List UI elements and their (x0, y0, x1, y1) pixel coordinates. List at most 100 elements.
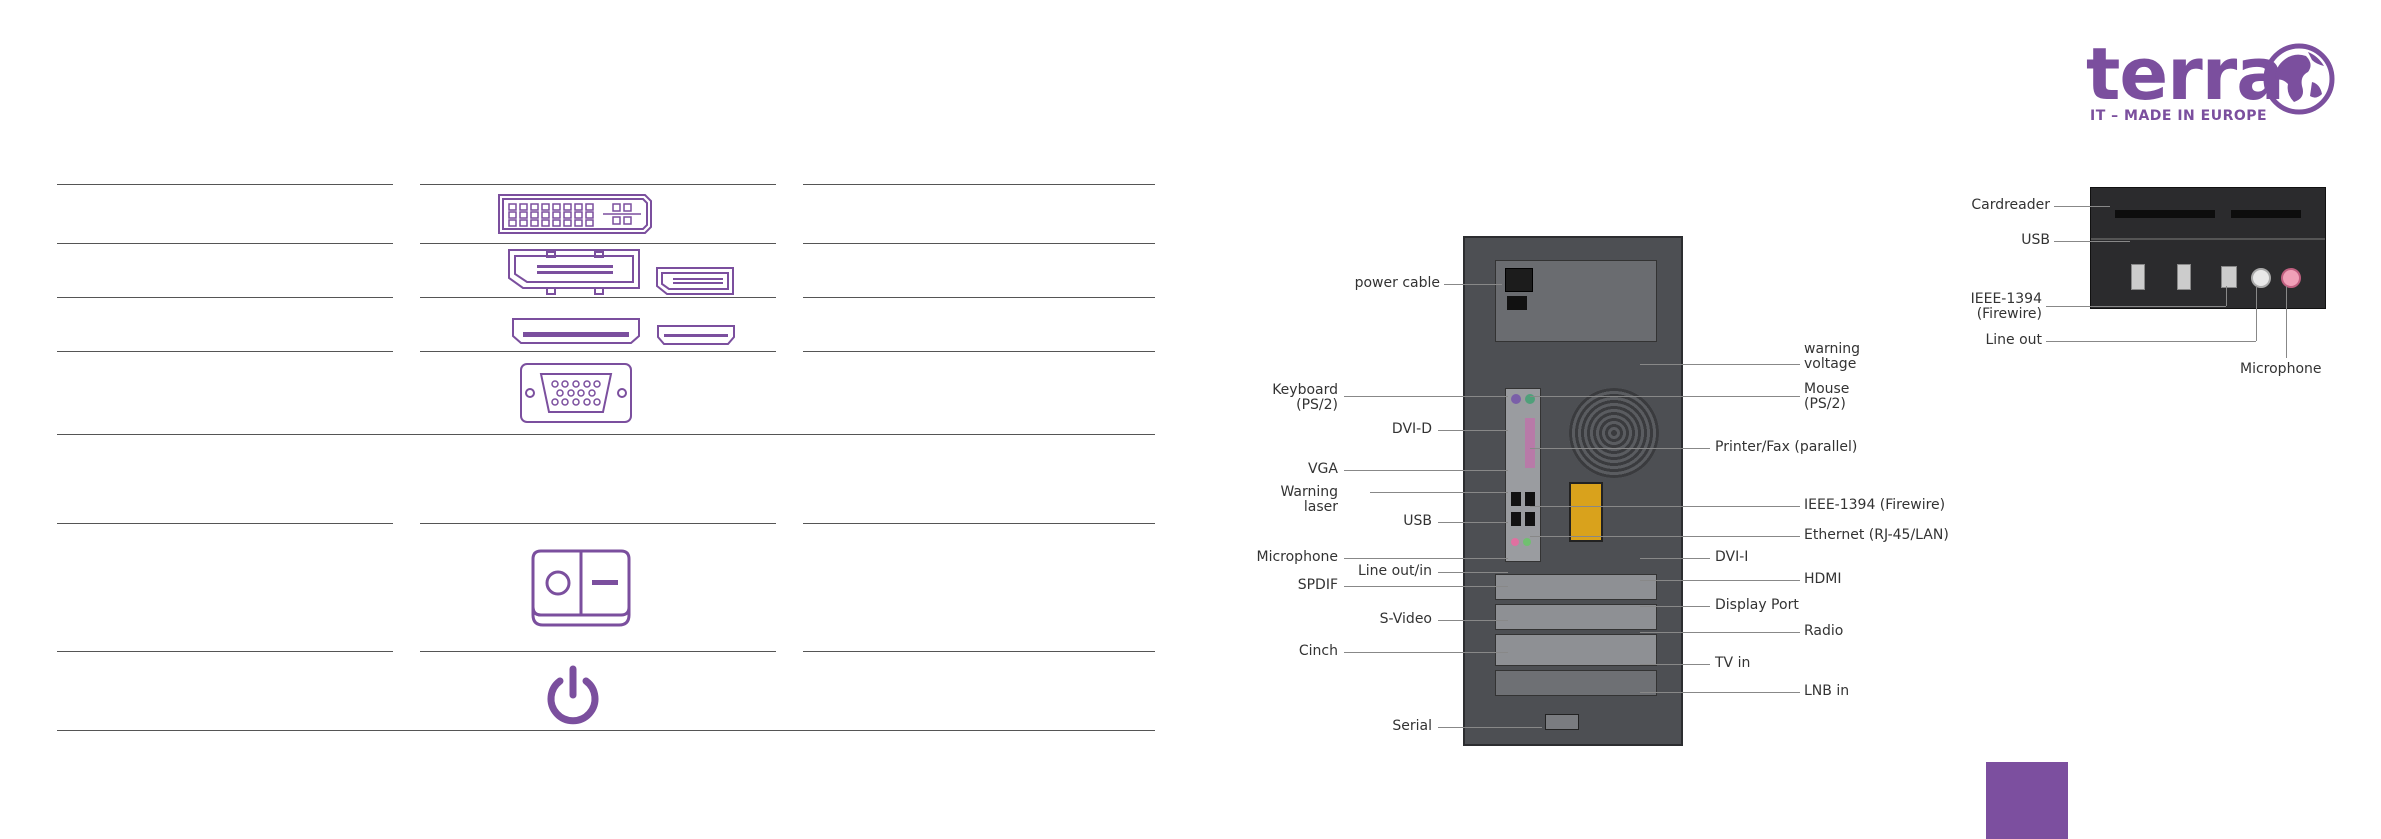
table-rule (420, 184, 776, 185)
card-slot (2115, 210, 2215, 218)
label-serial: Serial (1392, 718, 1432, 734)
label-cardreader: Cardreader (1971, 197, 2050, 213)
leader-line (2046, 341, 2256, 342)
expansion-slot (1495, 574, 1657, 600)
label-tv-in: TV in (1715, 655, 1751, 671)
label-line-out: Line out (1985, 332, 2042, 348)
leader-line (1344, 652, 1508, 653)
audio-jack-icon (1511, 538, 1519, 546)
serial-port-icon (1545, 714, 1579, 730)
label-firewire: IEEE-1394 (Firewire) (1804, 497, 1946, 513)
label-printer: Printer/Fax (parallel) (1715, 439, 1858, 455)
power-switch-icon (531, 549, 631, 627)
leader-line (2256, 286, 2257, 341)
label-microphone: Microphone (1256, 549, 1339, 565)
usb-port-icon (1511, 512, 1521, 526)
leader-line (1640, 664, 1710, 665)
leader-line (1530, 506, 1800, 507)
warning-sticker (1569, 482, 1603, 542)
leader-line (1344, 396, 1508, 397)
leader-line (2054, 241, 2130, 242)
label-dvi-i: DVI-I (1715, 549, 1749, 565)
table-rule (803, 351, 1155, 352)
table-rule (803, 651, 1155, 652)
table-rule (803, 243, 1155, 244)
label-display-port: Display Port (1715, 597, 1799, 613)
label-keyboard: Keyboard (PS/2) (1272, 382, 1338, 413)
label-line-out-in: Line out/in (1357, 563, 1432, 579)
microphone-jack-icon (2281, 268, 2301, 288)
leader-line (1530, 536, 1800, 537)
label-power-cable: power cable (1354, 275, 1440, 291)
label-usb: USB (1403, 513, 1432, 529)
leader-line (2046, 306, 2226, 307)
table-rule (57, 243, 393, 244)
parallel-port-icon (1525, 418, 1535, 468)
displayport-icon (508, 249, 640, 295)
vga-icon (520, 363, 632, 423)
table-rule (57, 730, 1155, 731)
label-lnb-in: LNB in (1804, 683, 1850, 699)
leader-line (1530, 448, 1710, 449)
label-cinch: Cinch (1298, 643, 1338, 659)
dvi-icon (498, 194, 652, 234)
expansion-slot (1495, 670, 1657, 696)
leader-line (1438, 572, 1508, 573)
fan-grille (1569, 388, 1659, 478)
audio-jack-icon (1523, 538, 1531, 546)
logo-tagline: IT – MADE IN EUROPE (2090, 108, 2268, 124)
table-rule (57, 184, 393, 185)
leader-line (1640, 632, 1800, 633)
leader-line (2226, 286, 2227, 306)
table-rule (803, 184, 1155, 185)
label-front-firewire: IEEE-1394 (Firewire) (1970, 291, 2042, 322)
table-rule (57, 351, 393, 352)
mini-hdmi-icon (657, 325, 735, 345)
table-rule (420, 651, 776, 652)
leader-line (1640, 558, 1710, 559)
line-out-jack-icon (2251, 268, 2271, 288)
leader-line (1438, 620, 1508, 621)
label-mouse: Mouse (PS/2) (1804, 381, 1850, 412)
label-warning-laser: Warning laser (1280, 484, 1338, 515)
globe-icon (2263, 43, 2335, 115)
hdmi-icon (512, 318, 640, 344)
table-rule (57, 297, 393, 298)
label-hdmi: HDMI (1804, 571, 1842, 587)
leader-line (1640, 692, 1800, 693)
label-s-video: S-Video (1379, 611, 1432, 627)
label-radio: Radio (1804, 623, 1844, 639)
leader-line (1438, 727, 1542, 728)
accent-block (1986, 762, 2068, 839)
leader-line (1438, 430, 1508, 431)
mini-displayport-icon (656, 267, 734, 295)
panel-divider (2091, 238, 2325, 240)
io-panel (1505, 388, 1541, 562)
leader-line (1344, 470, 1508, 471)
label-vga: VGA (1307, 461, 1338, 477)
table-rule (803, 297, 1155, 298)
label-spdif: SPDIF (1297, 577, 1338, 593)
power-socket-icon (1505, 268, 1533, 292)
front-panel-photo (2090, 187, 2326, 309)
usb-port-icon (1511, 492, 1521, 506)
leader-line (2286, 286, 2287, 358)
card-slot (2231, 210, 2301, 218)
leader-line (1530, 396, 1800, 397)
leader-line (1370, 492, 1508, 493)
usb-port-icon (1525, 492, 1535, 506)
firewire-port-icon (2221, 266, 2237, 288)
leader-line (1640, 606, 1710, 607)
power-button-icon (547, 665, 599, 725)
power-toggle-icon (1507, 296, 1527, 310)
table-rule (803, 523, 1155, 524)
leader-line (1640, 364, 1800, 365)
leader-line (1640, 580, 1800, 581)
expansion-slot (1495, 604, 1657, 630)
table-rule (57, 651, 393, 652)
leader-line (2054, 206, 2110, 207)
label-warning-voltage: warning voltage (1804, 341, 1861, 372)
usb-port-icon (2131, 264, 2145, 290)
table-rule (420, 297, 776, 298)
label-front-usb: USB (2021, 232, 2050, 248)
